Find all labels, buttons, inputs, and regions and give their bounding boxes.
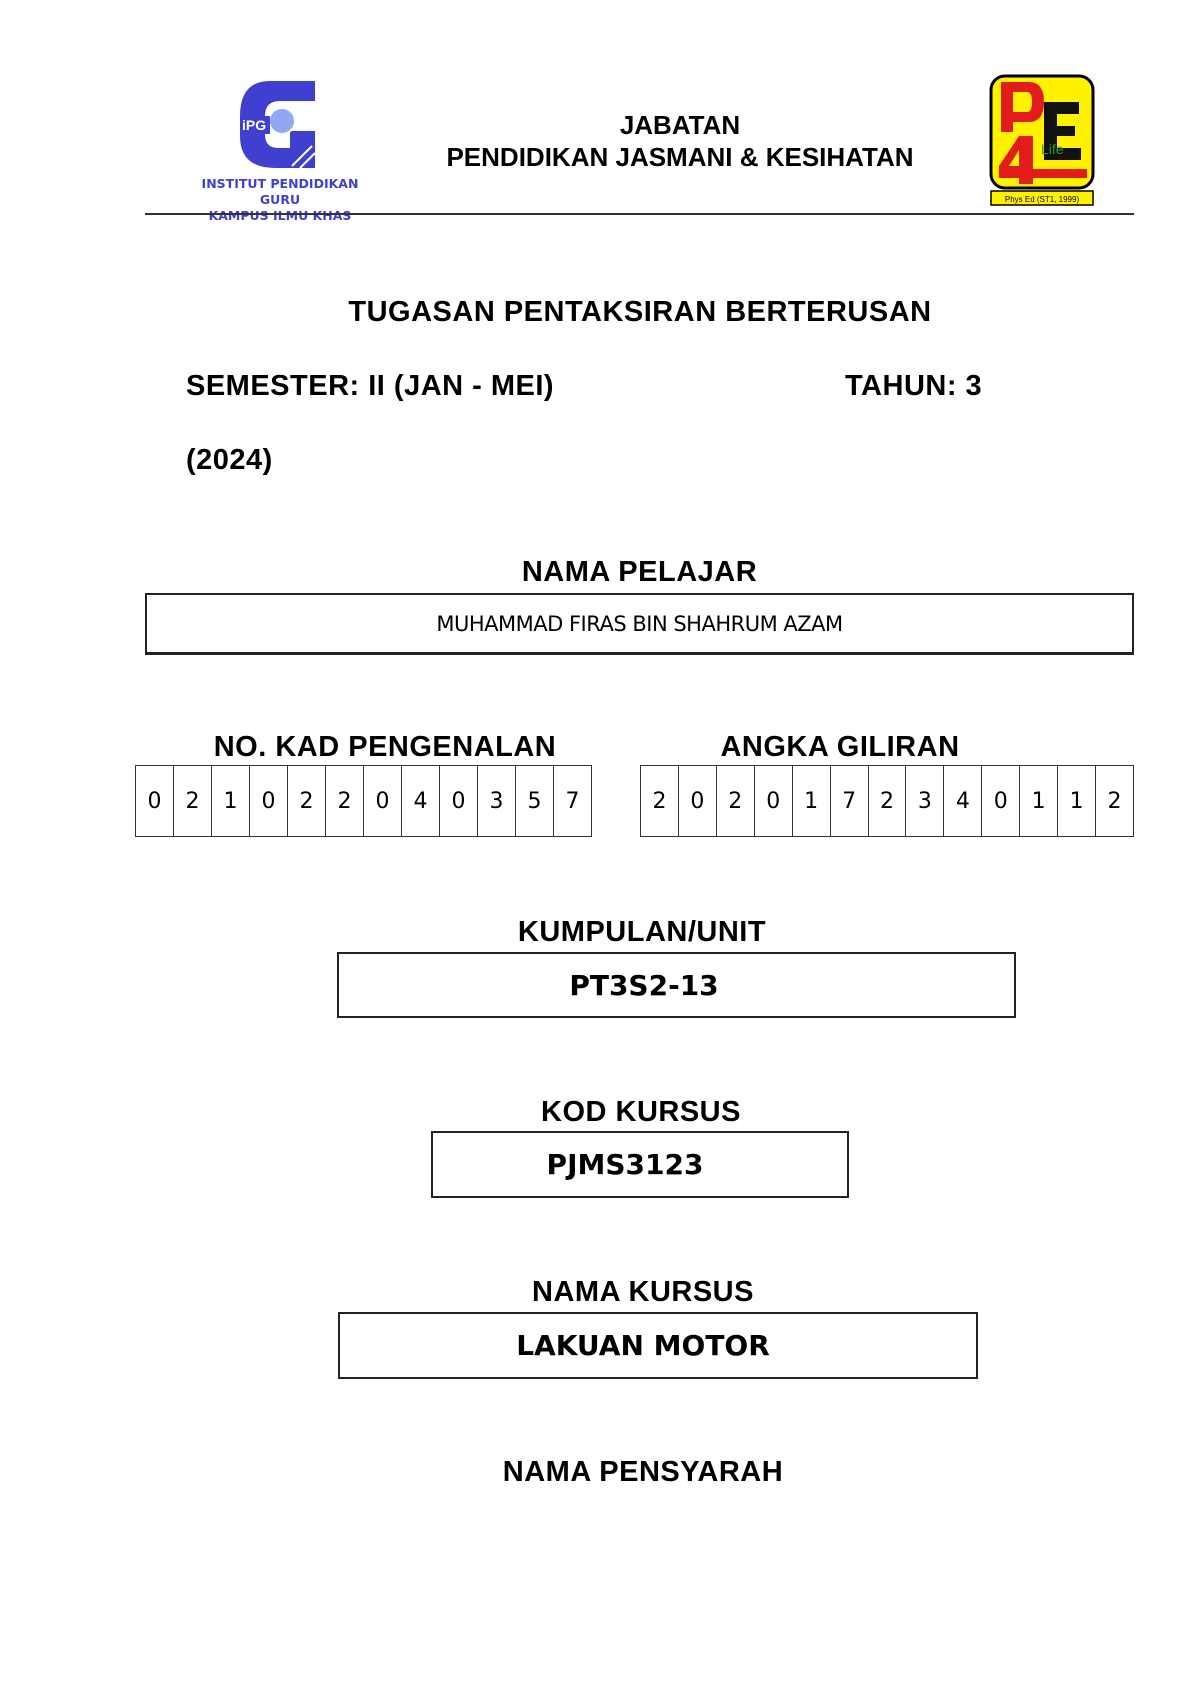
ic-number-digit: 3 — [478, 766, 516, 836]
ic-number-digit: 0 — [440, 766, 478, 836]
ic-number-digit: 0 — [364, 766, 402, 836]
ic-number-digit: 2 — [288, 766, 326, 836]
department-line2: PENDIDIKAN JASMANI & KESIHATAN — [446, 142, 914, 172]
index-number-digit: 4 — [944, 766, 983, 836]
index-number-digit: 1 — [1020, 766, 1059, 836]
student-name-heading: NAMA PELAJAR — [521, 556, 758, 588]
course-code-value: PJMS3123 — [546, 1148, 704, 1181]
index-number-digit: 2 — [869, 766, 907, 836]
student-name-value: MUHAMMAD FIRAS BIN SHAHRUM AZAM — [436, 611, 843, 636]
group-value: PT3S2-13 — [569, 968, 719, 1002]
index-number-digit: 2 — [717, 766, 755, 836]
pe4life-logo: Life Phys Ed (ST1, 1999) — [989, 74, 1095, 207]
ic-number-digit: 2 — [174, 766, 212, 836]
svg-text:Life: Life — [1041, 141, 1064, 157]
year-level-label: TAHUN: 3 — [845, 370, 983, 402]
course-name-heading: NAMA KURSUS — [532, 1276, 754, 1308]
svg-text:Phys Ed (ST1, 1999): Phys Ed (ST1, 1999) — [1005, 195, 1080, 204]
ic-number-digit: 0 — [136, 766, 174, 836]
ic-number-digit: 4 — [402, 766, 440, 836]
index-number-digit: 1 — [793, 766, 831, 836]
index-number-digit: 3 — [906, 766, 945, 836]
index-number-digit: 2 — [641, 766, 679, 836]
index-number-heading: ANGKA GILIRAN — [720, 731, 960, 763]
index-number-digit: 7 — [831, 766, 869, 836]
ic-number-digit: 1 — [212, 766, 250, 836]
course-name-value: LAKUAN MOTOR — [516, 1329, 770, 1362]
ipg-logo-icon: iPG — [240, 81, 316, 169]
group-heading: KUMPULAN/UNIT — [517, 916, 767, 948]
ic-number-digit: 7 — [565, 788, 580, 814]
svg-text:iPG: iPG — [242, 117, 266, 133]
ic-number-digit: 2 — [326, 766, 364, 836]
ipg-logo-line2: KAMPUS ILMU KHAS — [208, 208, 352, 223]
course-code-heading: KOD KURSUS — [541, 1096, 741, 1128]
header-divider — [145, 213, 1134, 215]
ipg-logo-line1: INSTITUT PENDIDIKAN GURU — [201, 176, 359, 207]
index-number-digit: 0 — [755, 766, 793, 836]
index-number-digit: 0 — [679, 766, 717, 836]
course-name-box: LAKUAN MOTOR — [338, 1312, 978, 1379]
group-box: PT3S2-13 — [337, 952, 1016, 1018]
index-number-digit: 2 — [1107, 788, 1122, 814]
year-label: (2024) — [186, 444, 273, 476]
ipg-logo: iPG INSTITUT PENDIDIKAN GURU KAMPUS ILMU… — [180, 76, 380, 223]
department-line1: JABATAN — [619, 110, 741, 140]
document-title: TUGASAN PENTAKSIRAN BERTERUSAN — [348, 296, 932, 328]
ic-number-digit: 0 — [250, 766, 288, 836]
index-number-digit: 0 — [982, 766, 1021, 836]
student-name-box: MUHAMMAD FIRAS BIN SHAHRUM AZAM — [145, 593, 1134, 655]
ic-number-digit: 5 — [516, 766, 554, 836]
lecturer-heading: NAMA PENSYARAH — [502, 1456, 784, 1488]
course-code-box: PJMS3123 — [431, 1131, 849, 1198]
ic-number-heading: NO. KAD PENGENALAN — [213, 731, 557, 763]
pe4life-logo-icon: Life Phys Ed (ST1, 1999) — [989, 74, 1095, 206]
index-number-digit: 1 — [1058, 766, 1097, 836]
semester-label: SEMESTER: II (JAN - MEI) — [186, 370, 555, 402]
